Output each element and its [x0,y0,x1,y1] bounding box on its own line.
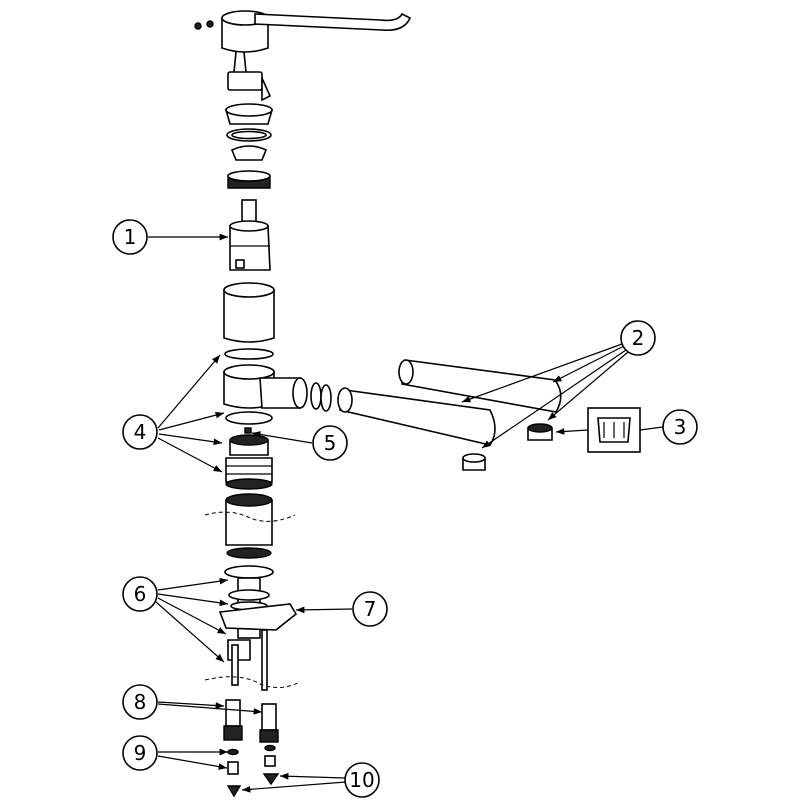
body-sleeve [223,282,275,360]
cartridge [229,199,271,271]
spout-tubes [337,359,562,471]
svg-text:3: 3 [674,415,687,439]
base-column [204,493,296,579]
aerator-detail-box [587,407,641,453]
svg-text:9: 9 [134,741,147,765]
svg-text:1: 1 [124,225,137,249]
supply-hoses [223,699,279,743]
callout-9: 9 [122,735,158,771]
svg-text:2: 2 [632,326,645,350]
svg-text:6: 6 [134,582,147,606]
callout-4: 4 [122,414,158,450]
cap-rings [224,103,274,189]
callout-5: 5 [312,425,348,461]
leader-lines [148,233,664,793]
callout-3: 3 [662,409,698,445]
handle-lever [194,10,412,53]
svg-text:10: 10 [349,768,374,792]
callout-8: 8 [122,684,158,720]
callout-10: 10 [344,762,380,798]
mounting-hardware [204,577,301,691]
callout-1: 1 [112,219,148,255]
callout-7: 7 [352,591,388,627]
svg-text:7: 7 [364,597,377,621]
filters-gaskets [226,744,280,798]
svg-text:8: 8 [134,690,147,714]
spout-swivel-body [223,364,332,425]
callout-2: 2 [620,320,656,356]
svg-text:4: 4 [134,420,147,444]
svg-text:5: 5 [324,431,337,455]
diverter-assembly [225,427,273,490]
handle-adapter [227,51,272,102]
callout-6: 6 [122,576,158,612]
